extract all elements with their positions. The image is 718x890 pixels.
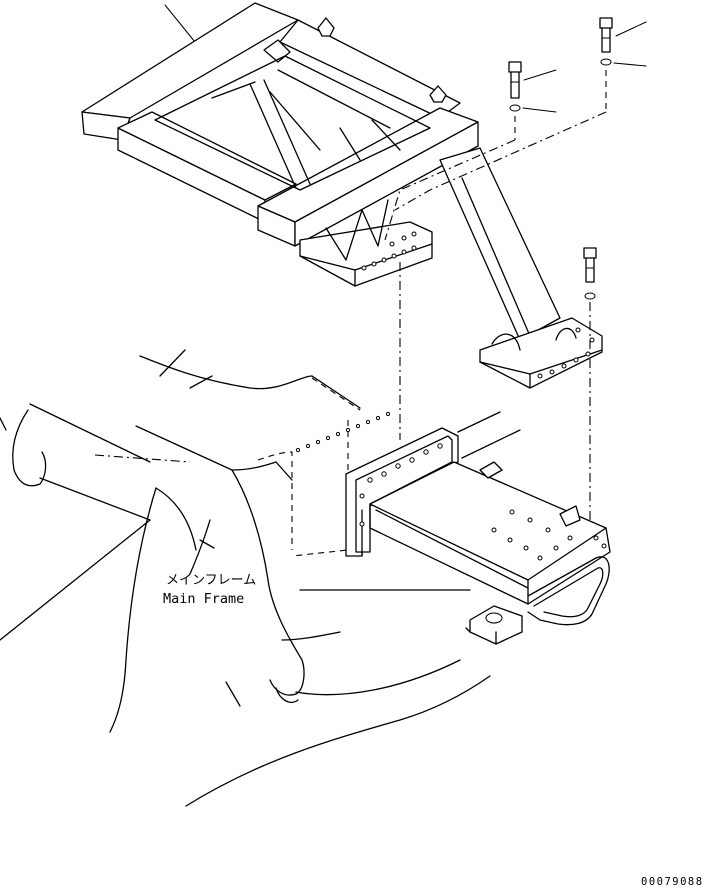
- mount-holes-rear: [537, 327, 595, 379]
- center-line-rear: [394, 111, 607, 211]
- flange-holes: [359, 443, 443, 527]
- box-top-holes: [491, 509, 607, 561]
- bolt-set-upper-middle: [508, 61, 557, 140]
- center-line-middle: [384, 139, 516, 241]
- bolt-set-upper-right: [599, 17, 647, 112]
- frame-mating-holes: [295, 411, 391, 453]
- frame-bracket: [295, 411, 611, 645]
- main-frame: [0, 349, 521, 807]
- bolt-set-lower: [583, 247, 597, 300]
- part-code: 00079088: [641, 876, 704, 888]
- main-frame-label-en: Main Frame: [163, 591, 245, 607]
- main-frame-label-jp: メインフレーム: [166, 573, 257, 588]
- mount-holes-upper: [361, 231, 417, 271]
- upper-frame: [81, 2, 603, 389]
